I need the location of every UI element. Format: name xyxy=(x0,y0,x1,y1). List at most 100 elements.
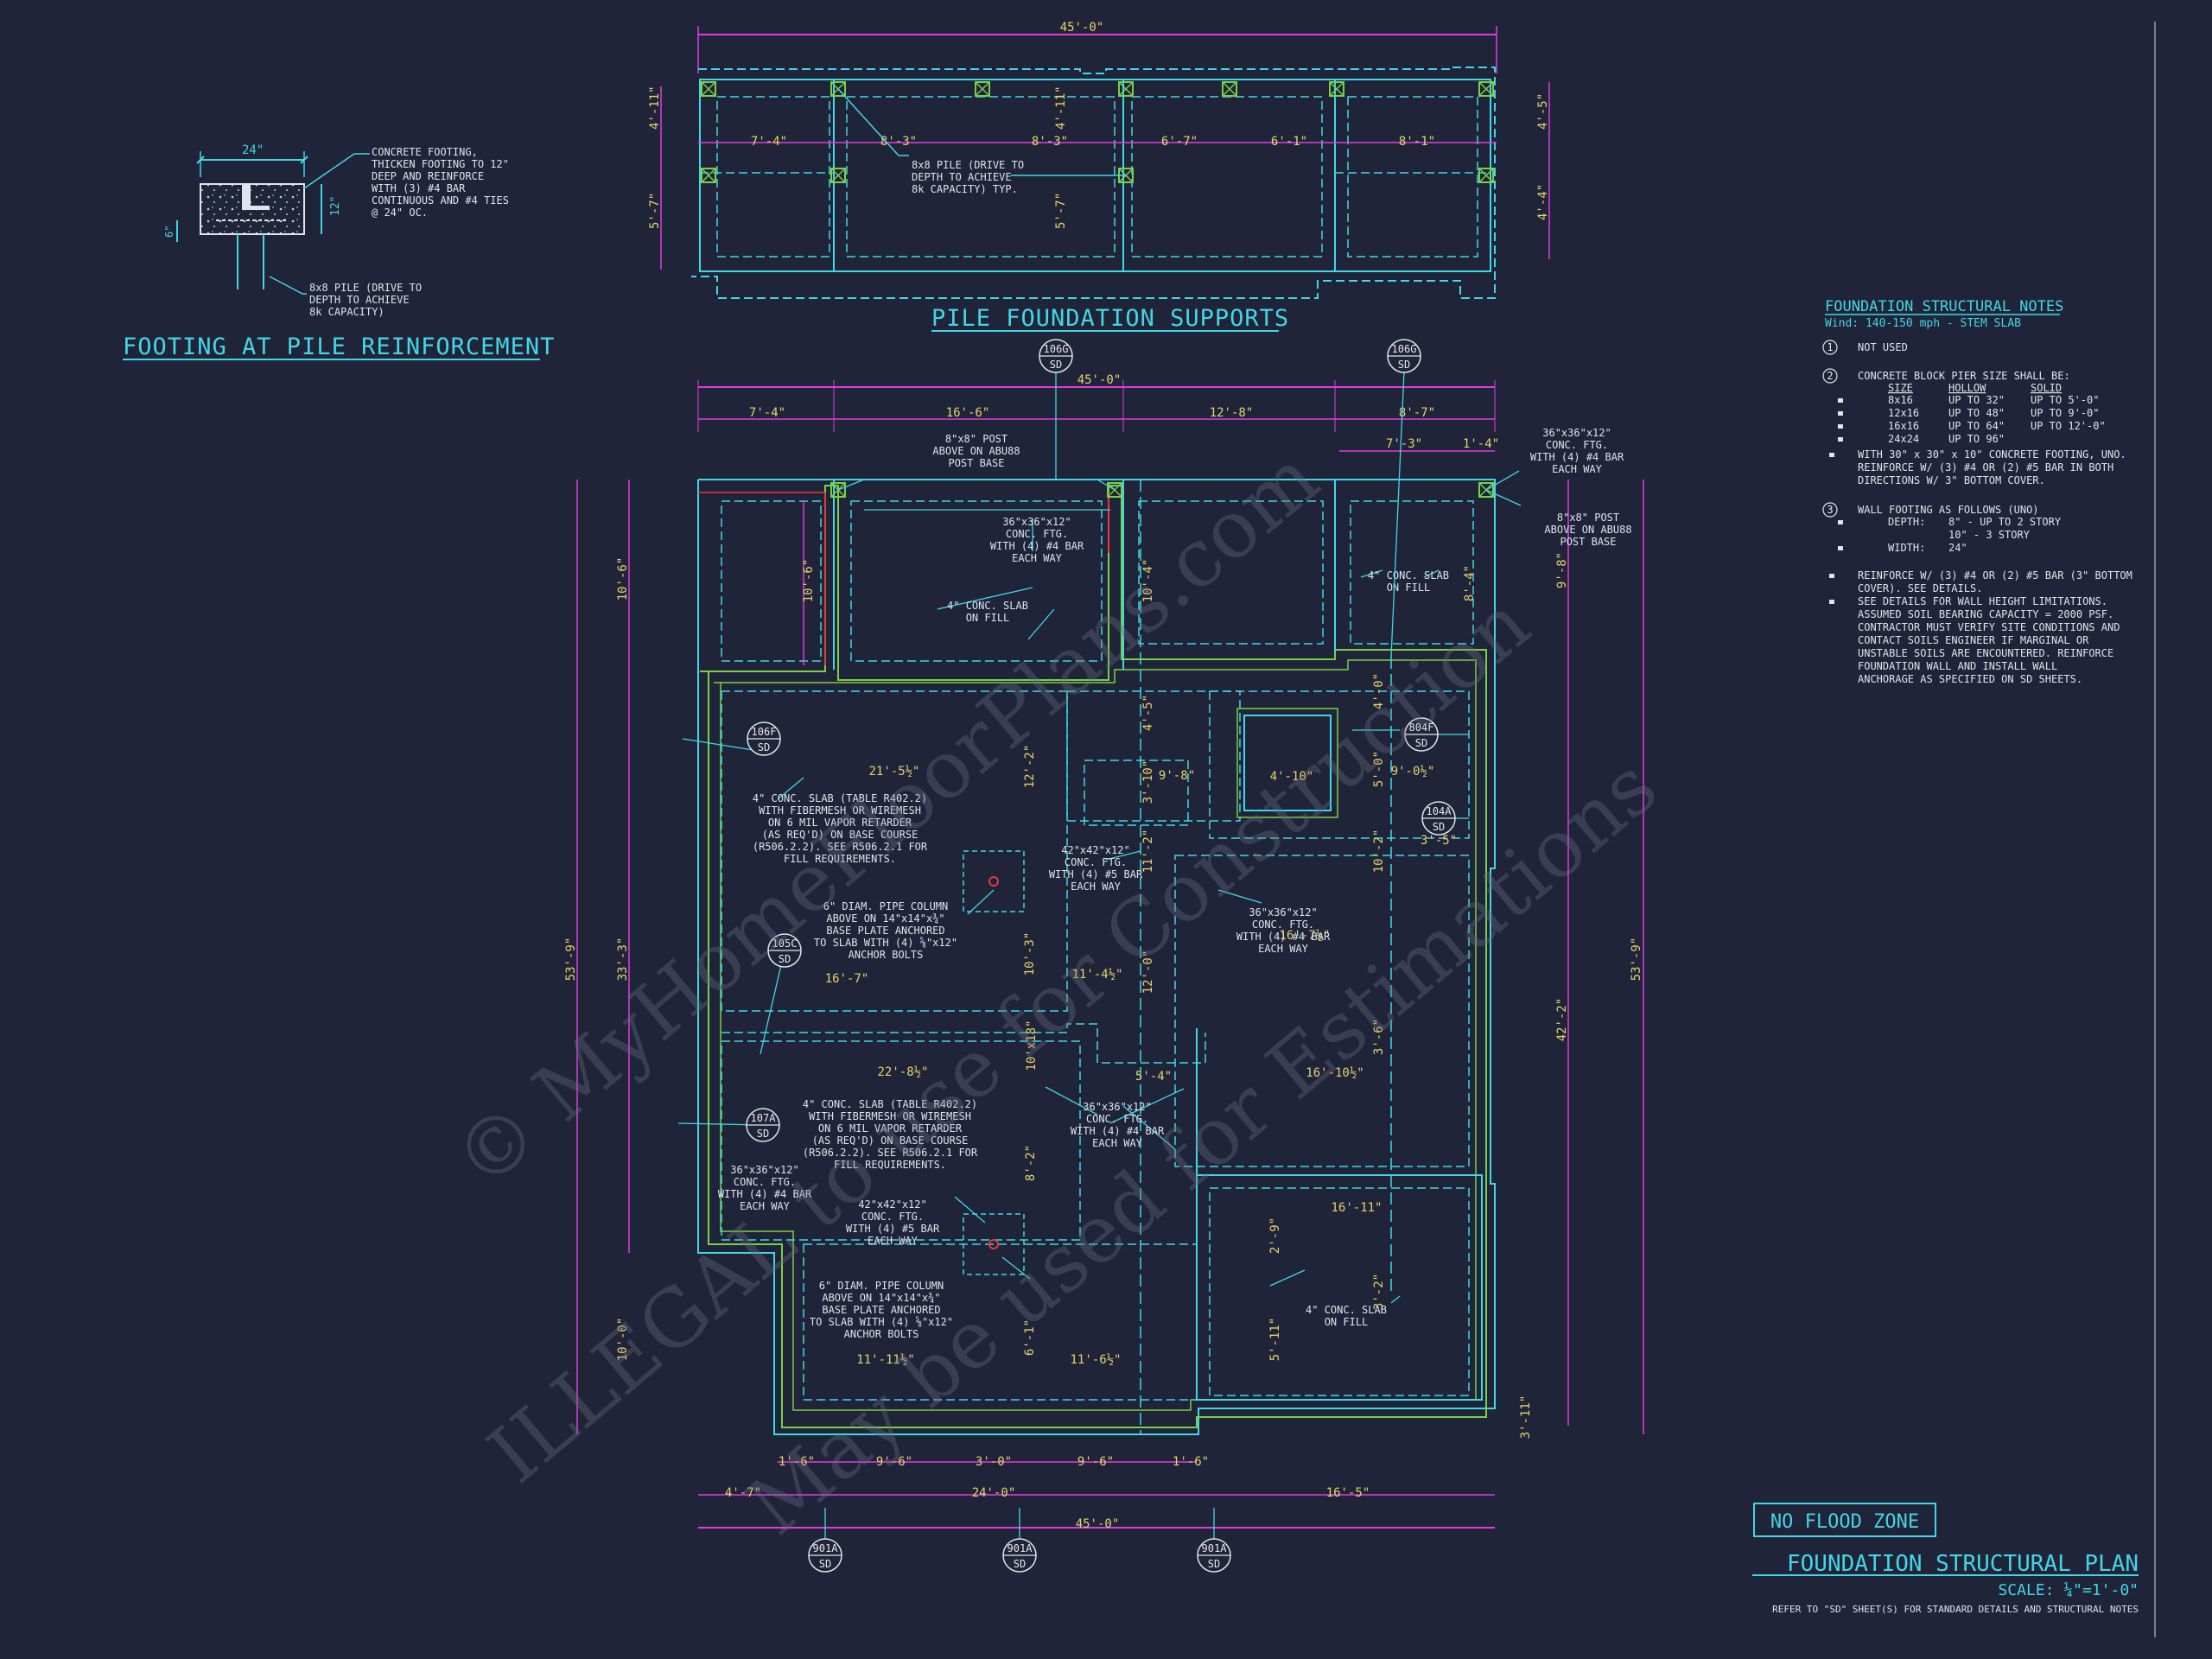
pile-marker xyxy=(1329,81,1344,97)
note-bullet-a-line: REINFORCE W/ (3) #4 OR (2) #5 BAR (3" BO… xyxy=(1858,569,2133,582)
note-post_base_right-line: POST BASE xyxy=(1560,536,1616,548)
note-ftg_36_center-line: WITH (4) #4 BAR xyxy=(1071,1125,1165,1137)
note-post_base_left-line: POST BASE xyxy=(948,457,1004,469)
callout-number: 901A xyxy=(1202,1542,1228,1554)
note-slab_table_2-line: (R506.2.2). SEE R506.2.1 FOR xyxy=(803,1147,978,1159)
note-bullet xyxy=(1829,453,1834,457)
pile-dim-6: 8'-1" xyxy=(1399,135,1435,149)
note-bullet xyxy=(1838,437,1843,442)
interior-dim: 3'-5" xyxy=(1421,834,1457,848)
note-ftg_42_2-line: EACH WAY xyxy=(868,1235,918,1247)
note-ftg_36_left-line: 36"x36"x12" xyxy=(730,1164,798,1176)
note-pipe_col_2-line: 6" DIAM. PIPE COLUMN xyxy=(819,1280,944,1292)
interior-dim: 9'-0½" xyxy=(1391,765,1435,779)
note-slab_table_2-line: FILL REQUIREMENTS. xyxy=(834,1159,946,1171)
note-ftg_36_right-line: WITH (4) #4 BAR xyxy=(1530,451,1624,463)
pier-table-cell: UP TO 5'-0" xyxy=(2031,394,2099,406)
note-bullet xyxy=(1838,411,1843,416)
callout-sheet: SD xyxy=(1415,737,1427,749)
note-slab_fill_3-line: ON FILL xyxy=(1325,1316,1369,1328)
callout-sheet: SD xyxy=(758,741,770,753)
footing-detail-title: FOOTING AT PILE REINFORCEMENT xyxy=(123,334,555,360)
callout-number: 106F xyxy=(752,726,777,738)
interior-dim: 16'-10½" xyxy=(1306,1066,1363,1080)
footing-depth-dim: 12" xyxy=(329,196,342,216)
note-bullet-b-line: SEE DETAILS FOR WALL HEIGHT LIMITATIONS. xyxy=(1858,595,2107,607)
main-left-dim-2: 33'-3" xyxy=(616,938,630,982)
note-ftg_42_1-line: EACH WAY xyxy=(1071,880,1122,893)
note-1: NOT USED xyxy=(1858,341,1908,353)
section-callout[interactable]: 105C SD xyxy=(767,933,802,968)
callout-number: 104A xyxy=(1427,805,1452,817)
interior-dim: 3'-6" xyxy=(1372,1019,1386,1055)
pile-mid-dim-1: 4'-11" xyxy=(1054,86,1068,130)
section-callout[interactable]: 106F SD xyxy=(747,721,781,756)
pile-marker xyxy=(1118,81,1134,97)
pile-marker xyxy=(701,168,716,183)
note-pipe_col_1-line: ANCHOR BOLTS xyxy=(849,949,924,961)
pier-table-cell: 24x24 xyxy=(1888,433,1919,445)
wall-ftg-value: 8" - UP TO 2 STORY xyxy=(1948,516,2062,528)
footing-note-line: CONCRETE FOOTING, xyxy=(372,146,478,158)
main-left-dim-1: 10'-6" xyxy=(616,557,630,601)
main-top-overall-dim: 45'-0" xyxy=(1077,373,1122,387)
pier-table-cell: 16x16 xyxy=(1888,420,1919,432)
note-bullet-b-line: CONTACT SOILS ENGINEER IF MARGINAL OR xyxy=(1858,634,2089,646)
callout-number: 107A xyxy=(751,1112,777,1124)
interior-dim: 22'-8½" xyxy=(877,1065,928,1079)
note-ftg_42_1-line: WITH (4) #5 BAR xyxy=(1049,868,1143,880)
section-callout[interactable]: 804F SD xyxy=(1404,717,1439,752)
interior-dim: 3'-10" xyxy=(1141,760,1155,804)
interior-dim: 4'-5" xyxy=(1141,695,1155,731)
note-pipe_col_2-line: BASE PLATE ANCHORED xyxy=(822,1304,940,1316)
main-foundation-plan: 45'-0" 7'-4" 16'-6" 12'-8" 8'-7" 7'-3" 1… xyxy=(564,339,1644,1573)
footing-note-line: DEEP AND REINFORCE xyxy=(372,170,484,182)
interior-dim: 3'-2" xyxy=(1372,1274,1386,1310)
note-slab_table_1-line: WITH FIBERMESH OR WIREMESH xyxy=(759,804,921,817)
main-right-dim-1: 9'-8" xyxy=(1555,552,1569,588)
callout-number: 804F xyxy=(1409,721,1434,734)
note-ftg_36_top-line: EACH WAY xyxy=(1012,552,1063,564)
interior-dim: 11'-2" xyxy=(1141,830,1155,874)
note-bullet xyxy=(1829,600,1834,604)
interior-dim: 16'-7½" xyxy=(1279,929,1330,943)
footing-note: CONCRETE FOOTING,THICKEN FOOTING TO 12"D… xyxy=(372,146,509,219)
main-bottom-dim-4: 9'-6" xyxy=(1077,1455,1114,1469)
note-2-head: CONCRETE BLOCK PIER SIZE SHALL BE: xyxy=(1858,370,2070,382)
footing-note-line: @ 24" OC. xyxy=(372,207,428,219)
notes-wind: Wind: 140-150 mph - STEM SLAB xyxy=(1825,317,2021,330)
callout-number: 901A xyxy=(813,1542,839,1554)
pile-foundation-plan: 45'-0" 7'-4" 8'-3" 8'-3" 6'-7" 6'-1" 8'-… xyxy=(648,21,1550,332)
interior-dim: 21'-5½" xyxy=(868,765,919,779)
wall-ftg-value: 10" - 3 STORY xyxy=(1948,529,2031,541)
interior-dim: 11'-4½" xyxy=(1071,968,1122,982)
interior-dim: 10'x18" xyxy=(1025,1020,1039,1071)
callout-number: 105C xyxy=(772,938,798,950)
main-top-dim-4: 8'-7" xyxy=(1399,406,1435,420)
note-bullet-b-line: ASSUMED SOIL BEARING CAPACITY = 2000 PSF… xyxy=(1858,608,2113,620)
pile-typ-note-line: 8x8 PILE (DRIVE TO xyxy=(912,159,1024,171)
note-pipe_col_1-line: TO SLAB WITH (4) ⅝"x12" xyxy=(814,937,957,949)
note-ftg_36_center-line: EACH WAY xyxy=(1092,1137,1143,1149)
pile-typ-note-line: DEPTH TO ACHIEVE xyxy=(912,171,1012,183)
main-top-dim-2: 16'-6" xyxy=(946,406,990,420)
pile-marker xyxy=(1478,168,1494,183)
callout-sheet: SD xyxy=(1398,359,1410,371)
note-bullet xyxy=(1829,574,1834,578)
callout-sheet: SD xyxy=(779,953,791,965)
interior-dim: 11'-11½" xyxy=(856,1353,914,1367)
pier-table-cell: UP TO 64" xyxy=(1948,420,2005,432)
main-left-dim-3: 10'-0" xyxy=(616,1318,630,1362)
note-ftg_36_center-line: 36"x36"x12" xyxy=(1083,1101,1151,1113)
interior-dim: 10'-4" xyxy=(1141,559,1155,603)
note-slab_table_1-line: FILL REQUIREMENTS. xyxy=(784,853,896,865)
note-bullet xyxy=(1838,546,1843,550)
